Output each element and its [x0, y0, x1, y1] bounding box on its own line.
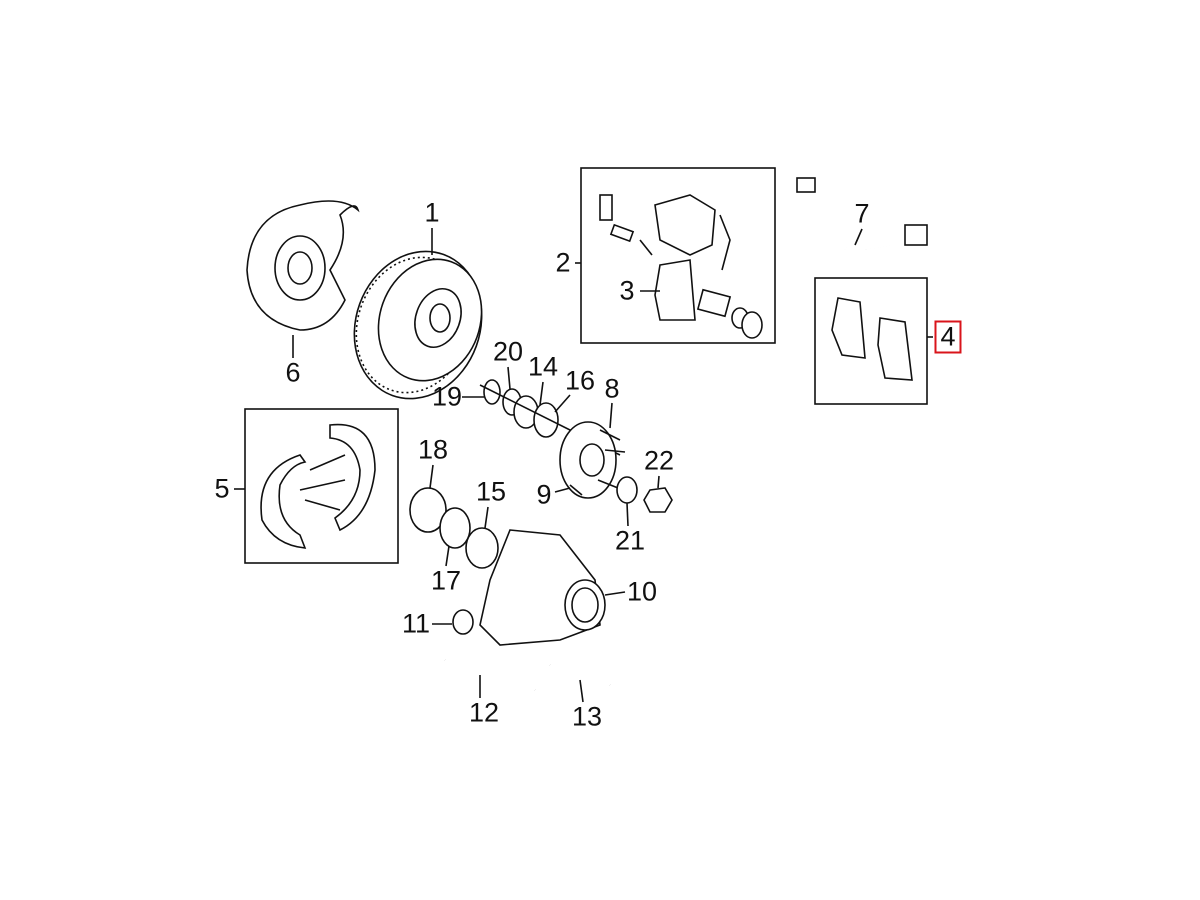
callout-6[interactable]: 6: [285, 357, 301, 388]
seal-18-part[interactable]: [409, 487, 447, 533]
callout-7[interactable]: 7: [854, 198, 870, 229]
callout-11[interactable]: 11: [401, 608, 431, 639]
callout-14[interactable]: 14: [527, 351, 559, 382]
caliper-kit-box: [580, 167, 776, 344]
dust-shield-part[interactable]: [246, 200, 360, 331]
race-15-part[interactable]: [465, 527, 499, 569]
pin-13-part[interactable]: [549, 662, 611, 688]
callout-2[interactable]: 2: [555, 247, 571, 278]
callout-15[interactable]: 15: [475, 476, 507, 507]
callout-3[interactable]: 3: [619, 275, 635, 306]
steering-knuckle-part[interactable]: [479, 529, 606, 646]
brake-pads-part[interactable]: [831, 297, 913, 381]
callout-22[interactable]: 22: [643, 445, 675, 476]
parking-shoes-part[interactable]: [260, 423, 376, 549]
callout-10[interactable]: 10: [626, 576, 658, 607]
callout-16[interactable]: 16: [564, 365, 596, 396]
parking-shoe-box: [244, 408, 399, 564]
callout-5[interactable]: 5: [214, 473, 230, 504]
caliper-parts[interactable]: [599, 194, 763, 339]
callout-1[interactable]: 1: [424, 197, 440, 228]
callout-13[interactable]: 13: [571, 701, 603, 732]
callout-9[interactable]: 9: [536, 479, 552, 510]
callout-8[interactable]: 8: [604, 373, 620, 404]
brake-pad-box: [814, 277, 928, 405]
callout-17[interactable]: 17: [430, 565, 462, 596]
bushing-11-part[interactable]: [452, 609, 474, 635]
nut-part[interactable]: [643, 487, 673, 513]
callout-21[interactable]: 21: [614, 525, 646, 556]
callout-12[interactable]: 12: [468, 697, 500, 728]
brake-hose-part[interactable]: [796, 177, 928, 251]
bearing-17-part[interactable]: [439, 507, 471, 549]
callout-19[interactable]: 19: [431, 381, 463, 412]
washer-part[interactable]: [616, 476, 638, 504]
callout-4-highlighted[interactable]: 4: [934, 320, 962, 354]
callout-18[interactable]: 18: [417, 434, 449, 465]
leader-lines: [234, 228, 933, 703]
callout-20[interactable]: 20: [492, 336, 524, 367]
brake-rotor-part[interactable]: [334, 233, 502, 416]
wheel-hub-part[interactable]: [559, 421, 626, 499]
pin-12-part[interactable]: [444, 658, 536, 692]
hub-bearings-part[interactable]: [479, 379, 621, 456]
